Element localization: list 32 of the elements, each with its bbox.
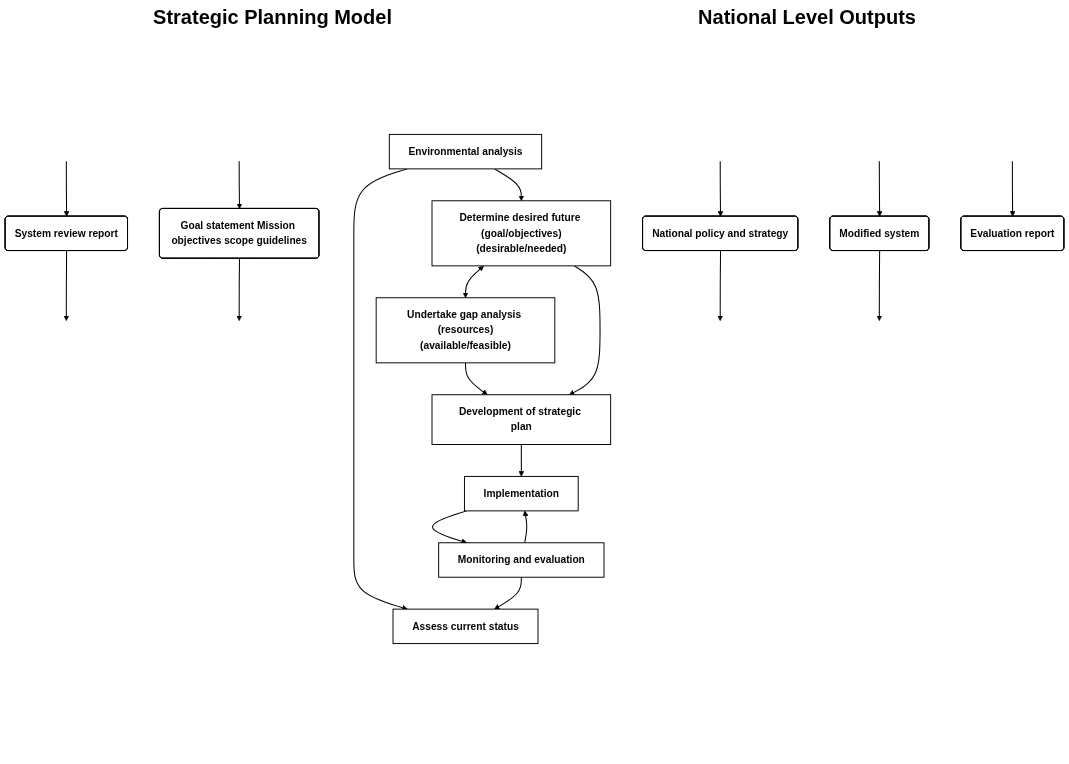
column-heading: Strategic Planning Model bbox=[153, 6, 392, 29]
arrow bbox=[63, 160, 70, 217]
process-box: Determine desired future (goal/objectives) (desirable/needed) bbox=[431, 200, 612, 267]
output-box: System review report bbox=[4, 215, 128, 251]
arrow bbox=[717, 250, 723, 321]
process-box: Monitoring and evaluation bbox=[438, 542, 605, 578]
arrow bbox=[494, 576, 522, 610]
arrow bbox=[569, 265, 601, 395]
arrow bbox=[876, 160, 883, 217]
output-box: Goal statement Mission objectives scope guidelines bbox=[158, 207, 320, 259]
process-box: Implementation bbox=[464, 475, 579, 512]
process-box: Environmental analysis bbox=[388, 133, 543, 170]
process-box: Assess current status bbox=[392, 608, 539, 645]
output-box: Modified system bbox=[829, 215, 930, 251]
arrow bbox=[518, 444, 525, 477]
arrow bbox=[462, 265, 484, 298]
arrow bbox=[717, 160, 724, 217]
arrow bbox=[465, 362, 488, 395]
arrow bbox=[236, 160, 243, 209]
arrow bbox=[353, 168, 409, 611]
arrow bbox=[63, 250, 70, 321]
arrow bbox=[876, 250, 883, 321]
column-heading: National Level Outputs bbox=[698, 6, 916, 29]
arrow bbox=[236, 258, 242, 321]
output-box: National policy and strategy bbox=[642, 215, 799, 251]
arrow bbox=[494, 168, 525, 202]
arrow bbox=[432, 510, 468, 544]
process-box: Undertake gap analysis (resources) (available/feasible) bbox=[375, 297, 556, 364]
process-box: Development of strategic plan bbox=[431, 394, 612, 445]
output-box: Evaluation report bbox=[960, 215, 1065, 251]
arrow bbox=[1009, 160, 1016, 217]
arrow bbox=[522, 510, 529, 544]
